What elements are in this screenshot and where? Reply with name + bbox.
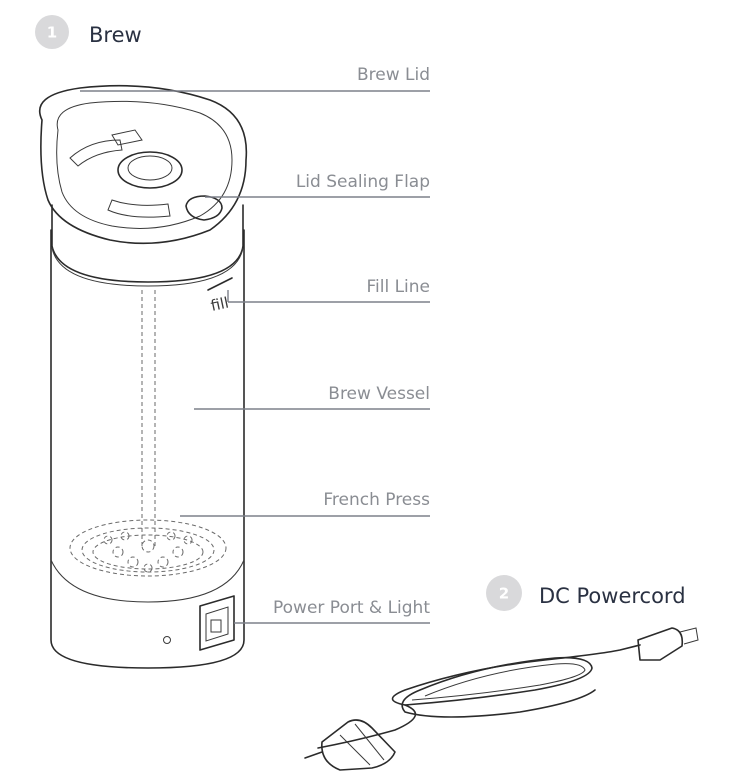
car-adapter-plug	[321, 719, 396, 771]
lid-sealing-flap	[185, 195, 223, 221]
section-brew-heading: 1 Brew	[35, 15, 142, 49]
section-number: 1	[47, 24, 57, 42]
vessel-body	[50, 229, 245, 669]
fill-marking: fill	[209, 294, 230, 315]
dc-powercord-illustration	[304, 627, 699, 771]
base-section-line	[50, 559, 245, 603]
callout-brew-lid: Brew Lid	[80, 65, 430, 92]
lid-band	[51, 204, 244, 283]
callout-brew-vessel: Brew Vessel	[194, 384, 430, 410]
indicator-light	[163, 636, 171, 644]
section-title: Brew	[89, 23, 142, 47]
section-number-badge	[35, 15, 69, 49]
callout-label: Power Port & Light	[273, 598, 430, 618]
section-number-badge	[486, 575, 522, 611]
dc-plug	[637, 627, 684, 661]
section-powercord-heading: 2 DC Powercord	[486, 575, 686, 611]
callout-label: Brew Lid	[357, 65, 430, 85]
section-number: 2	[499, 585, 509, 603]
section-title: DC Powercord	[539, 584, 686, 608]
callout-power-port: Power Port & Light	[234, 598, 430, 624]
callout-label: Brew Vessel	[328, 384, 430, 404]
callout-french-press: French Press	[180, 490, 430, 517]
callout-label: Lid Sealing Flap	[296, 172, 430, 192]
fill-line-mark	[207, 277, 233, 291]
brew-device-illustration: fill	[38, 84, 248, 669]
callout-label: French Press	[323, 490, 430, 510]
callout-label: Fill Line	[366, 277, 430, 297]
callout-fill-line: Fill Line	[227, 277, 430, 303]
french-press-filter	[69, 519, 227, 577]
brew-lid	[38, 84, 248, 245]
power-port	[163, 595, 235, 651]
callout-lid-sealing-flap: Lid Sealing Flap	[205, 172, 430, 198]
lid-center-button	[117, 151, 183, 189]
cord-loop	[317, 644, 641, 749]
